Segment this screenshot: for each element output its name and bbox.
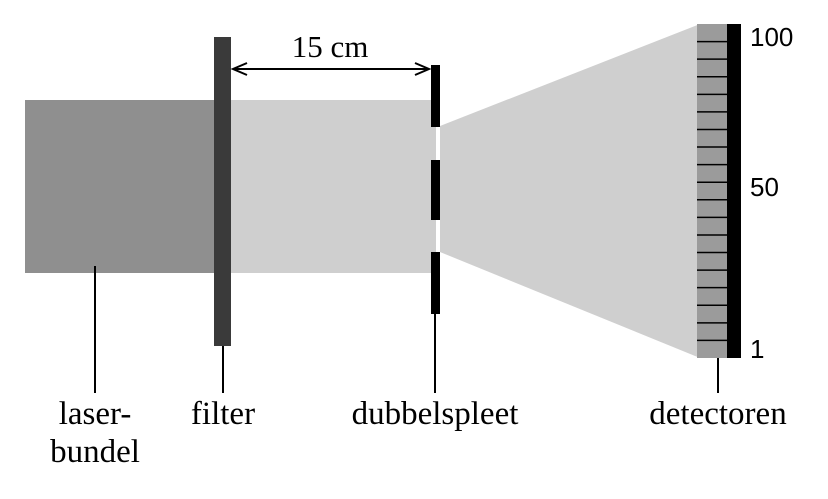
filtered-beam — [231, 100, 436, 273]
slit-label: dubbelspleet — [352, 396, 519, 432]
detector-scale-middle: 50 — [750, 172, 779, 202]
slit-barrier-bottom — [431, 252, 440, 314]
slit-barrier-top — [431, 65, 440, 127]
distance-arrow — [230, 62, 432, 76]
distance-label: 15 cm — [292, 29, 369, 64]
filter-plate — [214, 37, 231, 346]
interference-cone — [440, 24, 700, 358]
double-slit — [431, 65, 440, 314]
detector-array — [697, 24, 741, 358]
laser-label-line1: laser- — [59, 396, 132, 432]
filter-label: filter — [191, 396, 255, 432]
detector-backing — [727, 24, 741, 358]
detector-strip — [697, 24, 727, 358]
detector-scale-bottom: 1 — [750, 334, 764, 364]
slit-barrier-middle — [431, 160, 440, 220]
laser-label-line2: bundel — [50, 434, 140, 470]
detector-scale-top: 100 — [750, 22, 793, 52]
laser-beam — [25, 100, 215, 273]
detector-label: detectoren — [649, 396, 786, 432]
